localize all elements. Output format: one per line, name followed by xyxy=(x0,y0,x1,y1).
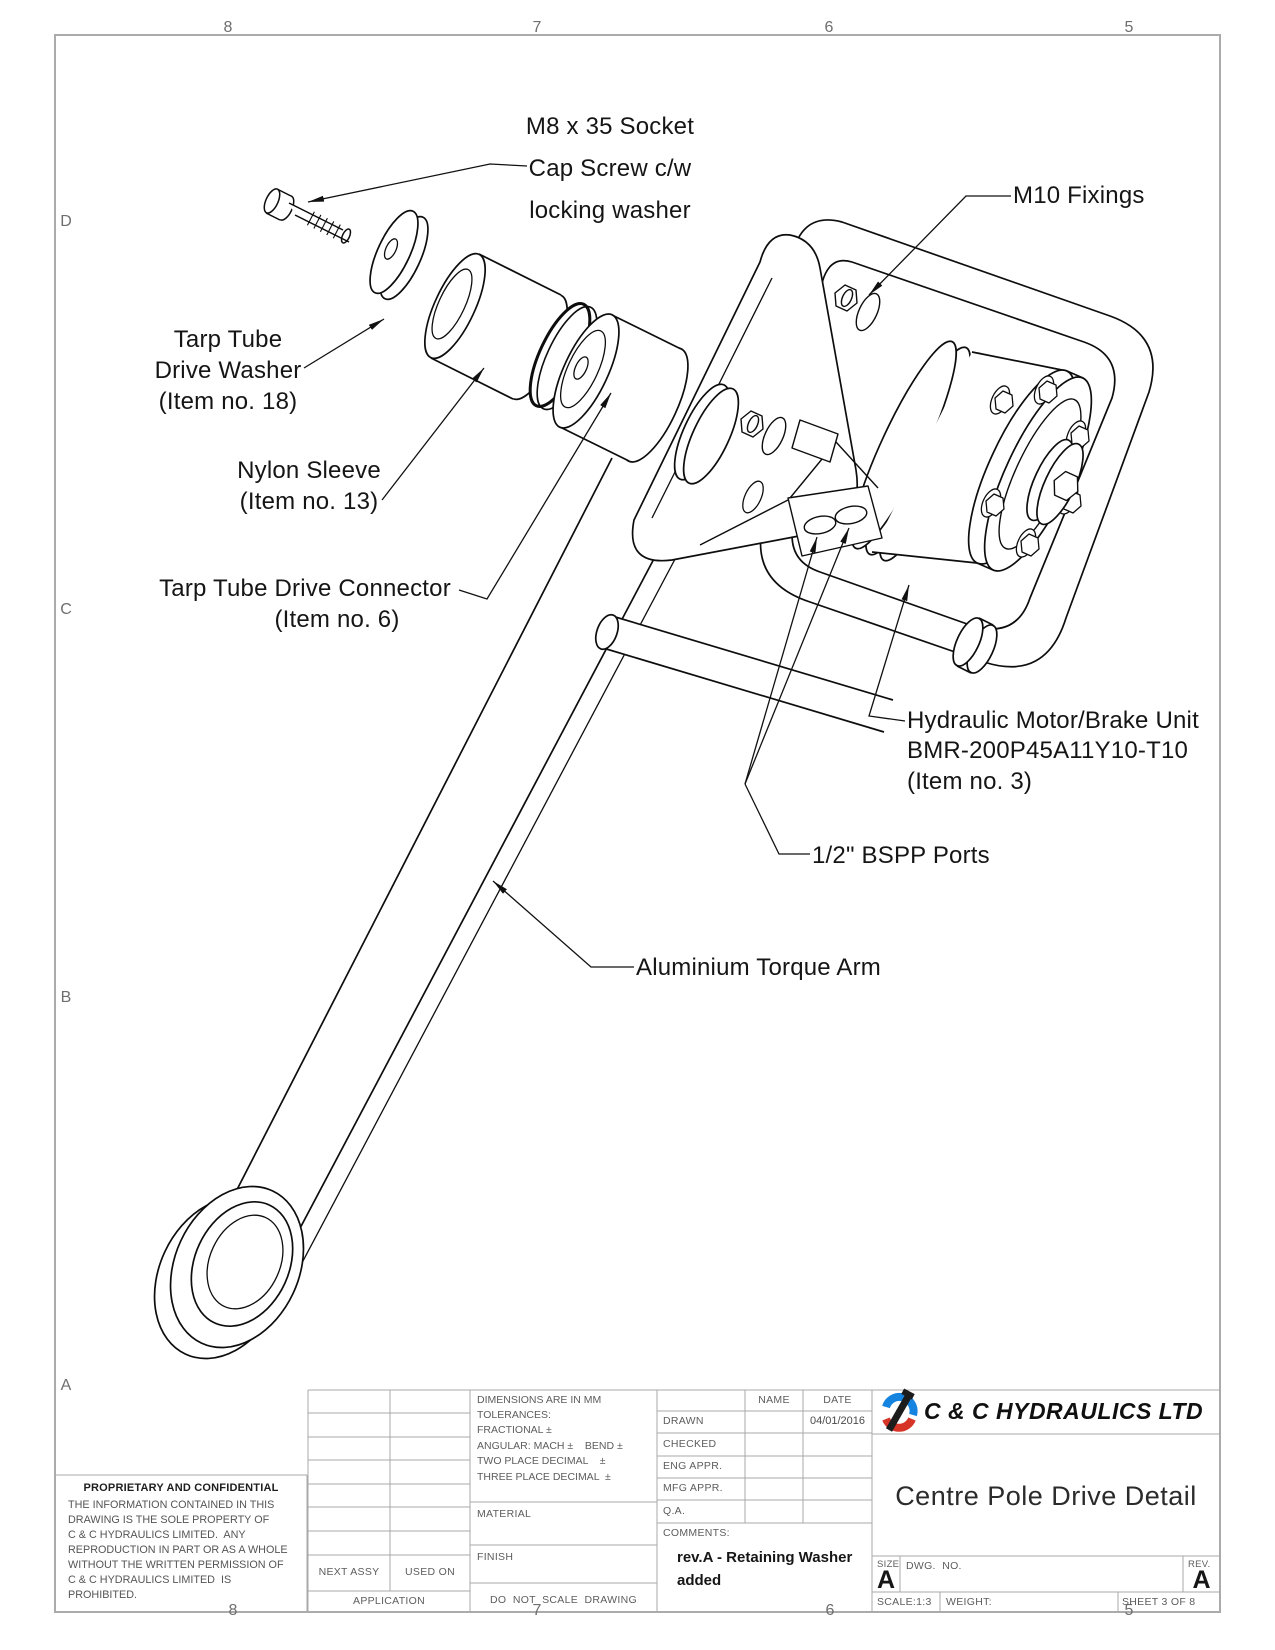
logo-cylinder xyxy=(885,1393,913,1432)
logo-cylinder-cap xyxy=(901,1388,915,1400)
torque-arm-shape xyxy=(153,457,701,1360)
tolerance-note-line: FRACTIONAL ± xyxy=(477,1424,552,1436)
callout-screw-line3: locking washer xyxy=(529,197,691,224)
drive-connector-shape xyxy=(552,313,740,485)
drive-washer-shape xyxy=(369,209,429,301)
leader-connector xyxy=(458,392,612,600)
proprietary-line: WITHOUT THE WRITTEN PERMISSION OF xyxy=(68,1559,284,1571)
zone-bottom-5: 5 xyxy=(1124,1602,1134,1619)
application-label: APPLICATION xyxy=(353,1595,425,1607)
callout-sleeve-line2: (Item no. 13) xyxy=(239,488,379,515)
name-header: NAME xyxy=(758,1394,790,1406)
tolerance-note-line: TOLERANCES: xyxy=(477,1409,551,1421)
leader-port-2 xyxy=(744,527,850,785)
callout-connector-line1: Tarp Tube Drive Connector xyxy=(159,575,451,602)
leader-washer xyxy=(303,318,385,369)
company-name: C & C HYDRAULICS LTD xyxy=(924,1398,1204,1424)
approval-row-drawn: DRAWN xyxy=(663,1415,704,1427)
proprietary-heading: PROPRIETARY AND CONFIDENTIAL xyxy=(83,1482,279,1494)
tolerance-note-line: TWO PLACE DECIMAL ± xyxy=(477,1455,606,1467)
sheet-border xyxy=(54,34,1221,1613)
logo-red-arc xyxy=(882,1417,916,1432)
comments-label: COMMENTS: xyxy=(663,1527,730,1539)
rev-label: REV. xyxy=(1188,1559,1211,1570)
size-label: SIZE xyxy=(877,1559,900,1570)
callout-connector-line2: (Item no. 6) xyxy=(274,606,400,633)
scale-label: SCALE:1:3 xyxy=(877,1596,932,1608)
proprietary-line: DRAWING IS THE SOLE PROPERTY OF xyxy=(68,1514,270,1526)
leader-arm xyxy=(492,880,634,968)
callout-motor-line1: Hydraulic Motor/Brake Unit xyxy=(907,707,1199,734)
callout-washer-line2: Drive Washer xyxy=(154,357,302,384)
tolerance-note-line: ANGULAR: MACH ± BEND ± xyxy=(477,1440,623,1452)
zone-left-b: B xyxy=(60,989,72,1006)
zone-top-5: 5 xyxy=(1124,19,1134,36)
proprietary-line: REPRODUCTION IN PART OR AS A WHOLE xyxy=(68,1544,288,1556)
zone-left-a: A xyxy=(60,1377,72,1394)
zone-top-8: 8 xyxy=(223,19,233,36)
approval-row-mfg-appr: MFG APPR. xyxy=(663,1482,723,1494)
drawn-date: 04/01/2016 xyxy=(809,1415,866,1427)
callout-m10-fixings: M10 Fixings xyxy=(1013,182,1145,209)
zone-left-d: D xyxy=(60,213,72,230)
zone-bottom-6: 6 xyxy=(825,1602,835,1619)
leader-ports-elbow xyxy=(744,783,810,855)
callout-motor-line3: (Item no. 3) xyxy=(907,768,1033,795)
title-block-grid xyxy=(55,1389,1220,1612)
isometric-assembly-drawing xyxy=(153,188,1154,1360)
callout-bspp-ports: 1/2" BSPP Ports xyxy=(812,842,990,869)
callout-screw-line1: M8 x 35 Socket xyxy=(525,113,695,140)
dwg-no-label: DWG. NO. xyxy=(906,1560,962,1572)
callout-washer-line1: Tarp Tube xyxy=(173,326,283,353)
nylon-sleeve-shape xyxy=(424,252,598,411)
leader-motor xyxy=(868,584,910,722)
approval-row-qa: Q.A. xyxy=(663,1505,686,1517)
comments-line2: added xyxy=(677,1572,722,1589)
zone-top-6: 6 xyxy=(824,19,834,36)
proprietary-line: THE INFORMATION CONTAINED IN THIS xyxy=(68,1499,275,1511)
do-not-scale-label: DO NOT SCALE DRAWING xyxy=(490,1594,637,1606)
callout-torque-arm: Aluminium Torque Arm xyxy=(636,954,881,981)
leader-m10 xyxy=(868,195,1011,296)
proprietary-line: C & C HYDRAULICS LIMITED. ANY xyxy=(68,1529,246,1541)
next-assy-label: NEXT ASSY xyxy=(318,1566,380,1578)
approval-row-eng-appr: ENG APPR. xyxy=(663,1460,723,1472)
drawing-title: Centre Pole Drive Detail xyxy=(895,1481,1197,1511)
zone-left-c: C xyxy=(60,601,72,618)
callout-sleeve-line1: Nylon Sleeve xyxy=(237,457,381,484)
leader-screw xyxy=(307,163,528,203)
size-value: A xyxy=(876,1566,896,1594)
leader-lines xyxy=(303,163,1011,968)
centre-pole-tube-shape xyxy=(594,613,894,733)
zone-bottom-8: 8 xyxy=(228,1602,238,1619)
hydraulic-motor-shape xyxy=(851,340,1093,674)
proprietary-line: PROHIBITED. xyxy=(68,1589,137,1601)
used-on-label: USED ON xyxy=(405,1566,455,1578)
callout-screw-line2: Cap Screw c/w xyxy=(528,155,692,182)
callout-washer-line3: (Item no. 18) xyxy=(158,388,298,415)
rev-value: A xyxy=(1192,1566,1211,1594)
leader-sleeve xyxy=(381,367,485,501)
callout-motor-line2: BMR-200P45A11Y10-T10 xyxy=(907,737,1189,764)
leader-port-1 xyxy=(744,536,818,785)
logo-blue-arc xyxy=(882,1392,918,1417)
zone-bottom-7: 7 xyxy=(532,1602,542,1619)
finish-label: FINISH xyxy=(477,1551,514,1563)
tolerance-note-line: THREE PLACE DECIMAL ± xyxy=(477,1471,611,1483)
material-label: MATERIAL xyxy=(477,1508,532,1520)
company-logo-icon xyxy=(882,1388,918,1432)
approval-row-checked: CHECKED xyxy=(663,1438,717,1450)
tolerance-note-line: DIMENSIONS ARE IN MM xyxy=(477,1394,602,1406)
weight-label: WEIGHT: xyxy=(946,1596,992,1608)
comments-line1: rev.A - Retaining Washer xyxy=(677,1549,853,1566)
date-header: DATE xyxy=(823,1394,852,1406)
zone-top-7: 7 xyxy=(532,19,542,36)
proprietary-line: C & C HYDRAULICS LIMITED IS xyxy=(68,1574,232,1586)
sheet-label: SHEET 3 OF 8 xyxy=(1122,1596,1196,1608)
cap-screw-shape xyxy=(263,188,352,244)
